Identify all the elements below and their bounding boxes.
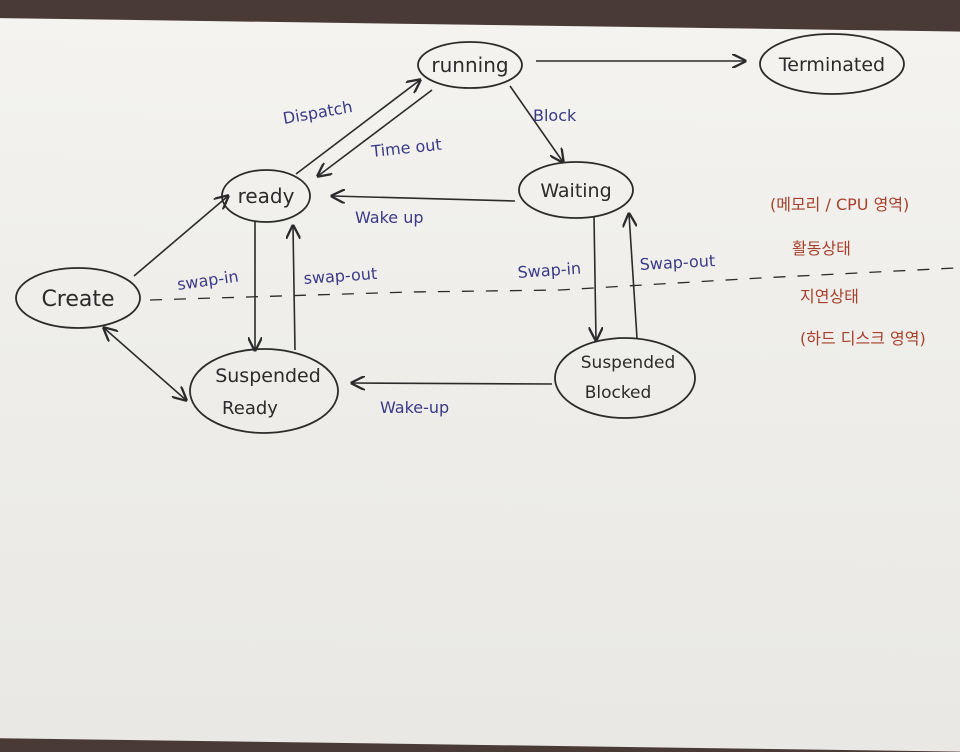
note-active-state: 활동상태: [792, 239, 851, 258]
edge-wake-up-top: [332, 196, 516, 201]
node-waiting: Waiting: [518, 161, 634, 219]
edge-block: [509, 85, 563, 162]
label-swap-in-left: swap-in: [176, 267, 240, 294]
node-suspended-blocked-line2: Blocked: [585, 383, 652, 403]
edge-create-ready: [133, 196, 228, 277]
edge-dispatch: [295, 80, 420, 175]
label-block: Block: [533, 106, 577, 125]
label-dispatch: Dispatch: [281, 97, 354, 128]
label-time-out: Time out: [369, 135, 442, 161]
node-suspended-ready-line1: Suspended: [215, 365, 321, 387]
edge-time-out: [318, 89, 433, 176]
node-suspended-ready: Suspended Ready: [189, 348, 339, 434]
node-terminated-label: Terminated: [778, 54, 885, 76]
note-memory-cpu: (메모리 / CPU 영역): [770, 195, 909, 214]
label-swap-out-left: swap-out: [303, 264, 378, 288]
node-suspended-blocked-line1: Suspended: [581, 353, 676, 373]
edge-waiting-to-suspended-blocked: [594, 215, 596, 340]
edge-wake-up-bottom: [352, 383, 553, 384]
node-waiting-label: Waiting: [540, 180, 611, 202]
node-create: Create: [15, 267, 141, 329]
note-delayed-state: 지연상태: [800, 287, 859, 306]
note-disk-area: (하드 디스크 영역): [800, 329, 926, 348]
node-suspended-blocked: Suspended Blocked: [554, 337, 696, 419]
label-swap-out-right: Swap-out: [639, 251, 715, 274]
label-wake-up-top: Wake up: [355, 208, 424, 227]
node-ready-label: ready: [238, 184, 295, 208]
node-suspended-ready-line2: Ready: [222, 398, 278, 419]
node-running-label: running: [431, 53, 508, 77]
edge-suspended-ready-to-ready: [293, 226, 295, 351]
edge-create-suspended-ready: [104, 328, 186, 400]
node-create-label: Create: [41, 287, 114, 312]
process-state-diagram: running Terminated ready Waiting Create …: [15, 33, 956, 434]
node-running: running: [417, 41, 523, 89]
node-ready: ready: [221, 169, 311, 223]
memory-disk-divider: [149, 267, 956, 301]
label-swap-in-right: Swap-in: [517, 259, 582, 282]
label-wake-up-bottom: Wake-up: [380, 398, 449, 417]
edge-suspended-blocked-to-waiting: [629, 214, 638, 339]
node-terminated: Terminated: [759, 33, 905, 95]
